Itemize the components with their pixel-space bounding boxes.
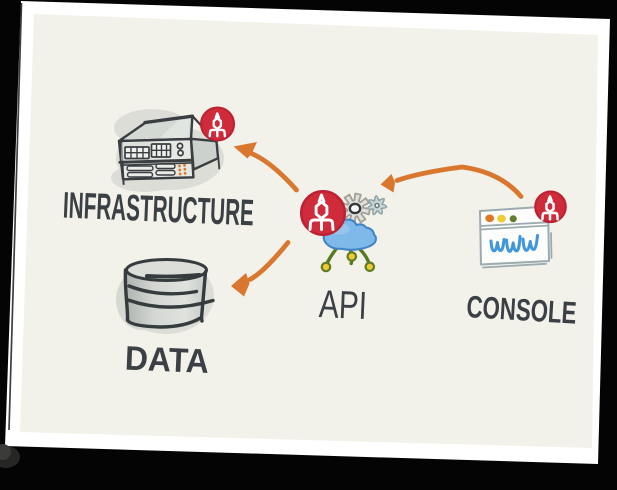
- svg-text:API: API: [318, 283, 368, 328]
- svg-text:INFRASTRUCTURE: INFRASTRUCTURE: [62, 185, 255, 234]
- svg-text:DATA: DATA: [124, 340, 210, 381]
- svg-text:CONSOLE: CONSOLE: [466, 289, 578, 331]
